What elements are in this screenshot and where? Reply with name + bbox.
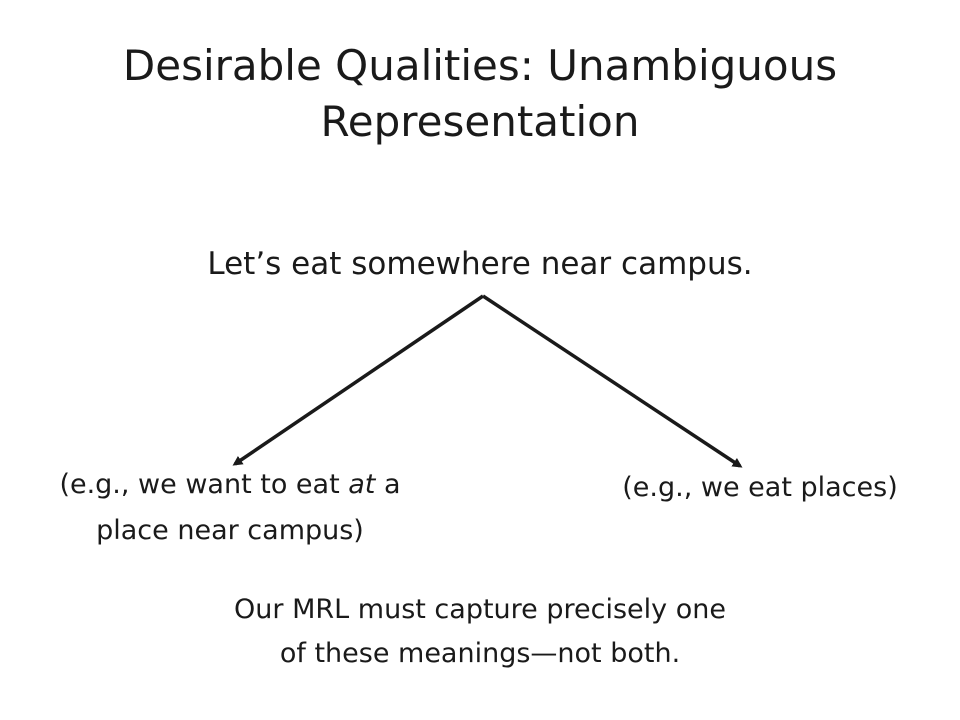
- conclusion-text: Our MRL must capture precisely one of th…: [120, 588, 840, 676]
- reading-left-line-1: (e.g., we want to eat at a: [0, 462, 460, 508]
- reading-left: (e.g., we want to eat at a place near ca…: [0, 462, 460, 554]
- slide-title: Desirable Qualities: Unambiguous Represe…: [60, 38, 900, 150]
- title-line-1: Desirable Qualities: Unambiguous: [122, 41, 838, 90]
- conclusion-line-2: of these meanings—not both.: [279, 638, 681, 669]
- reading-left-before: (e.g., we want to eat: [59, 469, 349, 500]
- title-line-2: Representation: [320, 97, 640, 146]
- reading-right: (e.g., we eat places): [622, 472, 898, 503]
- ambiguous-sentence: Let’s eat somewhere near campus.: [207, 246, 753, 282]
- reading-left-after: a: [375, 469, 401, 500]
- right-branch-arrow: [482, 294, 743, 468]
- reading-left-emphasis: at: [348, 469, 376, 500]
- conclusion-line-1: Our MRL must capture precisely one: [234, 594, 726, 625]
- left-branch-arrow: [232, 294, 484, 466]
- reading-left-line-2: place near campus): [96, 515, 364, 546]
